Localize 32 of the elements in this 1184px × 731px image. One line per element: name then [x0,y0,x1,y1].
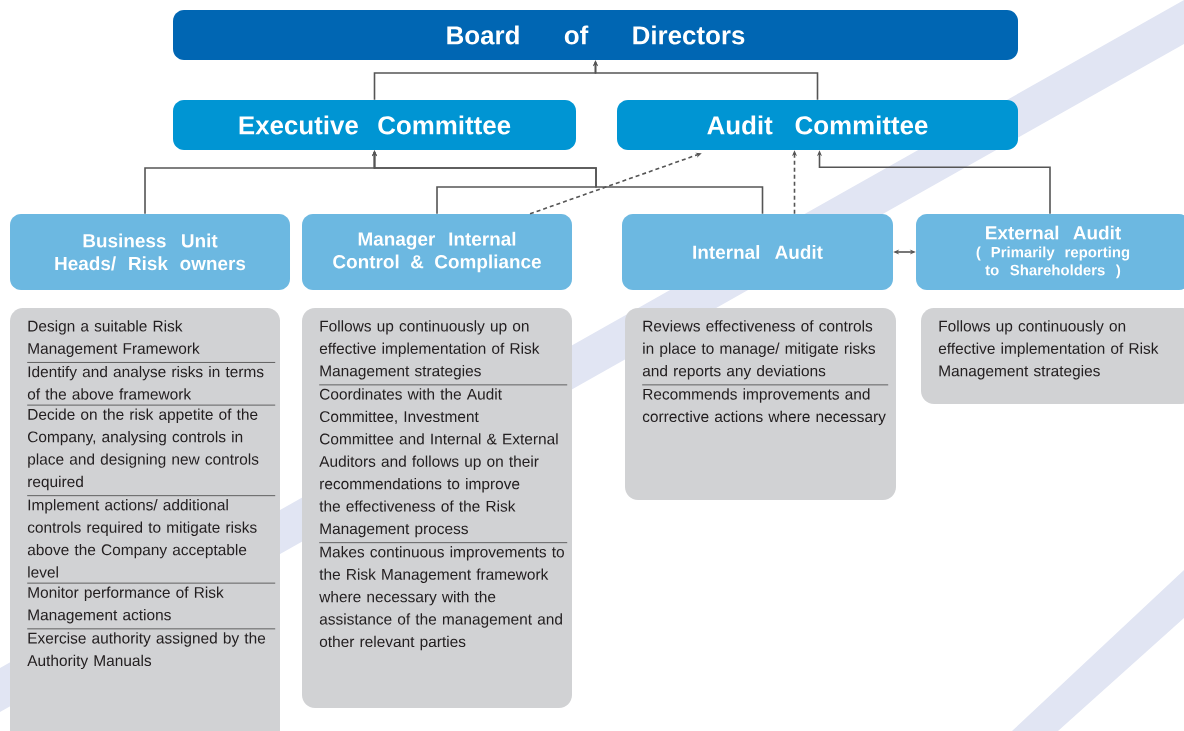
box-title: Manager Internal Control & Compliance [333,231,541,273]
list-item: Exercise authority assigned by the Authority Manuals [27,632,266,670]
list-item: Reviews effectiveness of controls in place to manage/ mitigate risks and reports any deviations [642,320,876,380]
list-item: Coordinates with the Audit Committee, Investment Committee and Internal & External Auditors and follows up on their recommendations to improve the effectiveness of the Risk Management process [319,388,558,538]
box-title: Executive Committee [239,115,511,135]
info-card [302,308,572,708]
committee-box [173,100,576,150]
box-title: Board of Directors [447,25,745,45]
info-card [625,308,896,500]
list-item: Design a suitable Risk Management Framework [28,320,200,357]
list-item: Follows up continuously up on effective implementation of Risk Management strategies [319,320,540,380]
list-item: Makes continuous improvements to the Risk Management framework where necessary with the assistance of the management and other relevant parties [319,546,564,651]
list-item: Decide on the risk appetite of the Company, analysing controls in place and designing new controls required [28,408,259,491]
list-item: Identify and analyse risks in terms of the above framework [27,365,264,400]
role-box [916,214,1184,290]
list-item: Monitor performance of Risk Management actions [28,586,224,624]
box-title: External Audit [986,225,1121,240]
role-box [10,214,290,290]
box-title: Internal Audit [693,245,823,259]
role-box [302,214,572,290]
title-box [173,10,1018,60]
list-item: Follows up continuously on effective implementation of Risk Management strategies [938,320,1159,380]
box-title: Audit Committee [707,115,928,135]
list-item: Recommends improvements and corrective actions where necessary [642,388,886,426]
dashed-arrow [529,152,702,215]
info-card [10,308,280,731]
box-subtitle: ( Primarily reporting to Shareholders ) [976,246,1130,279]
list-item: Implement actions/ additional controls required to mitigate risks above the Company acceptable level [27,499,257,578]
role-box [622,214,893,290]
committee-box [617,100,1018,150]
info-card [921,308,1184,404]
box-title: Business Unit Heads/ Risk owners [55,233,246,271]
